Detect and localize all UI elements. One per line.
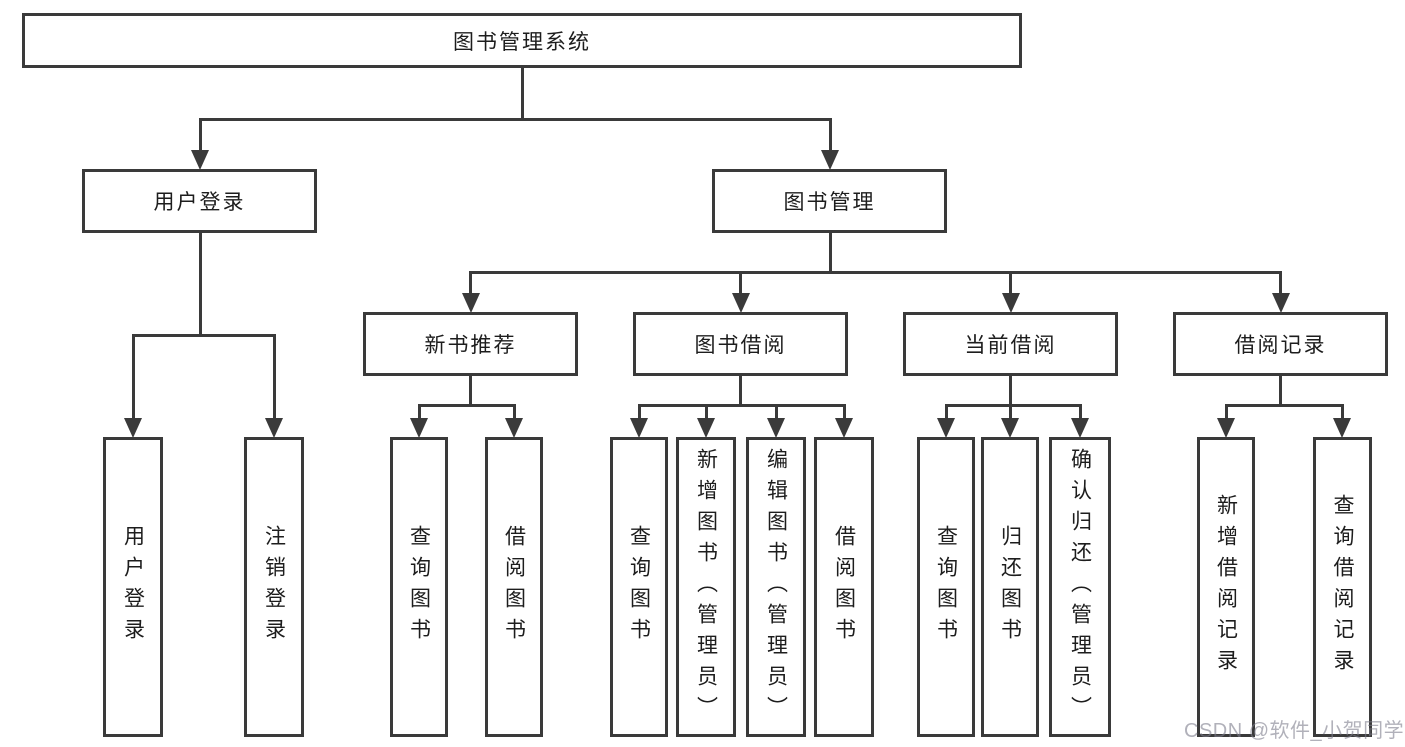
- connector-drop-leaf: [1008, 404, 1012, 422]
- node-label: 新书推荐: [424, 334, 517, 357]
- node-label: 注销登录: [262, 525, 286, 649]
- arrow-down-icon: [505, 418, 523, 438]
- arrow-down-icon: [731, 293, 750, 313]
- node-new-book-recommend: 新书推荐: [363, 312, 578, 376]
- arrow-down-icon: [124, 418, 142, 438]
- arrow-down-icon: [461, 293, 480, 313]
- arrow-down-icon: [1217, 418, 1235, 438]
- node-label: 当前借阅: [964, 334, 1057, 357]
- connector-userlogin-horizontal: [131, 334, 276, 337]
- leaf-query-borrow-record: 查询借阅记录: [1313, 437, 1372, 737]
- arrow-down-icon: [1333, 418, 1351, 438]
- node-borrowing-records: 借阅记录: [1173, 312, 1388, 376]
- node-label: 借阅图书: [502, 525, 526, 649]
- connector-drop-leaf: [944, 404, 948, 422]
- connector-root-stem: [520, 68, 524, 121]
- connector-drop-leaf: [637, 404, 641, 422]
- arrow-down-icon: [835, 418, 853, 438]
- connector-records-horizontal: [1224, 404, 1344, 407]
- leaf-borrow-books: 借阅图书: [814, 437, 874, 737]
- connector-currentborrow-stem: [1009, 376, 1012, 407]
- arrow-down-icon: [191, 150, 209, 170]
- arrow-down-icon: [937, 418, 955, 438]
- node-label: 图书管理: [783, 191, 876, 214]
- node-label: 确认归还（管理员）: [1068, 447, 1092, 727]
- connector-drop-leaf: [512, 404, 516, 422]
- node-book-management-module: 图书管理: [712, 169, 947, 233]
- connector-newbook-horizontal: [417, 404, 516, 407]
- connector-drop-leaf: [704, 404, 708, 422]
- connector-root-horizontal: [198, 118, 832, 121]
- leaf-add-books-admin: 新增图书（管理员）: [676, 437, 736, 737]
- connector-bookmgmt-horizontal: [469, 271, 1282, 274]
- node-label: 借阅记录: [1234, 334, 1327, 357]
- node-label: 编辑图书（管理员）: [764, 447, 788, 727]
- arrow-down-icon: [630, 418, 648, 438]
- connector-drop-leaf: [1224, 404, 1228, 422]
- connector-drop-user-login: [198, 118, 202, 154]
- node-label: 新增借阅记录: [1214, 494, 1238, 680]
- connector-drop-leaf: [1078, 404, 1082, 422]
- leaf-newbook-borrow-books: 借阅图书: [485, 437, 543, 737]
- leaf-add-borrow-record: 新增借阅记录: [1197, 437, 1255, 737]
- node-current-borrowing: 当前借阅: [903, 312, 1118, 376]
- connector-newbook-stem: [469, 376, 472, 407]
- connector-bookborrow-stem: [739, 376, 742, 407]
- arrow-down-icon: [1071, 418, 1089, 438]
- node-label: 查询图书: [407, 525, 431, 649]
- arrow-down-icon: [767, 418, 785, 438]
- node-label: 图书借阅: [694, 334, 787, 357]
- node-label: 用户登录: [153, 191, 246, 214]
- connector-drop-current-borrow: [1009, 271, 1012, 295]
- arrow-down-icon: [410, 418, 428, 438]
- connector-drop-new-books: [469, 271, 472, 295]
- connector-records-stem: [1279, 376, 1282, 407]
- node-label: 图书管理系统: [453, 30, 591, 54]
- leaf-borrow-query-books: 查询图书: [610, 437, 668, 737]
- leaf-user-login: 用户登录: [103, 437, 163, 737]
- node-label: 查询图书: [627, 525, 651, 649]
- node-label: 归还图书: [998, 525, 1022, 649]
- arrow-down-icon: [821, 150, 839, 170]
- csdn-watermark: CSDN @软件_小贺同学: [1184, 720, 1405, 742]
- connector-bookborrow-horizontal: [637, 404, 845, 407]
- arrow-down-icon: [1271, 293, 1290, 313]
- node-user-login-module: 用户登录: [82, 169, 317, 233]
- connector-drop-logout-leaf: [272, 334, 276, 420]
- node-label: 查询图书: [934, 525, 958, 649]
- arrow-down-icon: [1001, 418, 1019, 438]
- node-library-management-system: 图书管理系统: [22, 13, 1022, 68]
- connector-drop-book-management: [828, 118, 832, 154]
- connector-drop-leaf: [1340, 404, 1344, 422]
- connector-drop-leaf: [842, 404, 846, 422]
- connector-userlogin-stem: [198, 233, 202, 336]
- arrow-down-icon: [697, 418, 715, 438]
- leaf-return-books: 归还图书: [981, 437, 1039, 737]
- node-book-borrowing: 图书借阅: [633, 312, 848, 376]
- leaf-edit-books-admin: 编辑图书（管理员）: [746, 437, 806, 737]
- connector-drop-borrow-records: [1279, 271, 1282, 295]
- connector-drop-leaf: [774, 404, 778, 422]
- connector-drop-leaf: [417, 404, 421, 422]
- node-label: 新增图书（管理员）: [694, 447, 718, 727]
- connector-drop-login-leaf: [131, 334, 135, 420]
- arrow-down-icon: [265, 418, 283, 438]
- arrow-down-icon: [1001, 293, 1020, 313]
- connector-currentborrow-horizontal: [944, 404, 1082, 407]
- node-label: 用户登录: [121, 525, 145, 649]
- leaf-current-query-books: 查询图书: [917, 437, 975, 737]
- node-label: 借阅图书: [832, 525, 856, 649]
- connector-bookmgmt-stem: [828, 233, 832, 274]
- leaf-newbook-query-books: 查询图书: [390, 437, 448, 737]
- connector-drop-book-borrow: [739, 271, 742, 295]
- leaf-logout: 注销登录: [244, 437, 304, 737]
- leaf-confirm-return-admin: 确认归还（管理员）: [1049, 437, 1111, 737]
- node-label: 查询借阅记录: [1331, 494, 1354, 680]
